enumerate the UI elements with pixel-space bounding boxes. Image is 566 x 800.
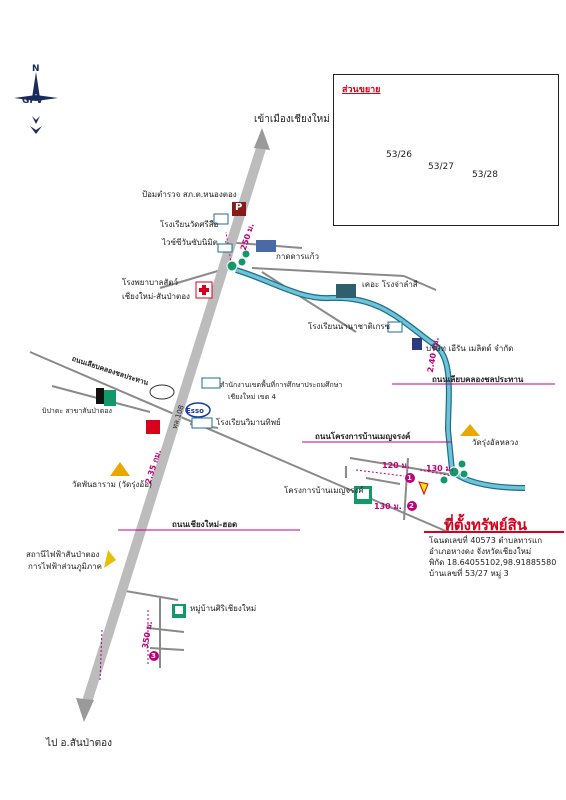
inset-title: ส่วนขยาย [342, 85, 381, 95]
asset-line-3: พิกัด 18.64055102,98.91885580 [429, 558, 557, 567]
landmark-power-line2: การไฟฟ้าส่วนภูมิภาค [28, 562, 102, 571]
road-hospital-link [159, 267, 229, 289]
landmark-village: หมู่บ้านศิริเชียงใหม่ [190, 604, 257, 613]
landmark-beer: บิปาดะ สาขาสันป่าตอง [42, 407, 112, 415]
parking-glyph: P [235, 202, 243, 213]
road-project-s2 [365, 477, 401, 485]
distance-guides [99, 231, 453, 681]
asset-line-4: บ้านเลขที่ 53/27 หมู่ 3 [429, 569, 509, 578]
road-to-grace [261, 271, 357, 333]
esso-text: Esso [186, 407, 204, 415]
roundabouts [226, 249, 469, 485]
temple-icon-1 [460, 424, 480, 436]
landmark-shop: ไวซ์ซีวันซับนิมิต [162, 238, 218, 247]
main-highway [76, 128, 270, 722]
road-north-east [251, 267, 405, 277]
road-village-h1 [147, 627, 185, 633]
school-icon-2 [387, 321, 403, 333]
plot-label-53-26: 53/26 [386, 150, 412, 160]
road-canal-east-label: ถนนเลียบคลองชลประทาน [432, 375, 524, 384]
distance-label-5: 130 ม. [374, 502, 402, 511]
parking-icon [232, 202, 246, 216]
boundary-lines [118, 383, 555, 531]
landmark-school1: โรงเรียนวัดศรีสือ [160, 220, 219, 229]
power-icon [104, 550, 116, 568]
landmark-hospital-line1: โรงพยาบาลสัตว์ [122, 278, 178, 287]
asset-title: ที่ตั้งทรัพย์สิน [444, 516, 527, 534]
kad-icon [256, 240, 276, 252]
edu-office-icon [201, 377, 221, 389]
distance-label-3: 120 ม. [382, 461, 410, 470]
company-icon [412, 338, 422, 350]
asset-line-1: โฉนดเลขที่ 40573 ตำบลทารแก [429, 536, 543, 545]
road-village [119, 589, 179, 601]
road-project-label: ถนนโครงการบ้านเมญจรงค์ [315, 432, 411, 441]
road-village-h2 [149, 647, 185, 651]
landmark-police: ป้อมตำรวจ สภ.ต.หนองตอง [142, 190, 237, 199]
landmark-school3: โรงเรียนวิมานทิพย์ [216, 418, 281, 427]
asset-line-2: อำเภอหางดง จังหวัดเชียงใหม่ [429, 547, 532, 556]
landmark-temple1: วัดรุ่งอัลหลวง [472, 438, 519, 447]
destination-north: เข้าเมืองเชียงใหม่ [254, 114, 330, 125]
plot-label-53-27: 53/27 [428, 162, 454, 172]
compass-icon [14, 72, 58, 134]
marker-2: 2 [409, 502, 414, 510]
landmark-school2: โรงเรียนนานาชาติเกรซ [308, 322, 391, 331]
nissan-icon [149, 384, 175, 400]
logo-text: GPV [22, 96, 43, 106]
landmark-company: บริษัท เอีรัน เมลิตด์ จำกัด [426, 344, 514, 353]
road-project-v [403, 457, 409, 521]
road-sign-icon [336, 284, 356, 298]
road-project [349, 457, 455, 476]
destination-south: ไป อ.สันป่าตอง [46, 738, 113, 749]
road-chiangmai-hod-west [29, 351, 449, 533]
landmark-hospital-line2: เชียงใหม่-สันป่าตอง [122, 292, 190, 301]
landmark-power-line1: สถานีไฟฟ้าสันป่าตอง [26, 550, 100, 559]
shop-icon [217, 243, 233, 253]
school-icon-1 [213, 213, 229, 225]
landmark-kad: กาดดารแก้ว [276, 252, 320, 261]
marker-3: 3 [151, 652, 156, 660]
compass-north-label: N [32, 64, 40, 74]
road-north-east-2 [403, 275, 437, 291]
landmark-edu-line1: สำนักงานเขตพื้นที่การศึกษาประถมศึกษา [220, 381, 343, 389]
road-chiangmai-hod-label: ถนนเชียงใหม่-ฮอด [172, 520, 238, 529]
landmark-project: โครงการบ้านเมญจรงค์ [284, 486, 364, 495]
map-icons [96, 202, 480, 618]
esso-icon [185, 402, 211, 418]
beer-icon [104, 390, 116, 406]
temple-icon-2 [110, 462, 130, 476]
asset-title-underline [424, 531, 564, 533]
shop-red-icon [146, 420, 160, 434]
numbered-markers [149, 473, 417, 661]
school-icon-3 [191, 417, 213, 429]
distance-label-4: 130 ม. [426, 464, 454, 473]
landmark-temple2: วัดพันธาราม (วัดรุ่งอ้อ) [72, 480, 153, 489]
plot-label-53-28: 53/28 [472, 170, 498, 180]
landmark-road-sign: เคอะ โรงจ่าลำสี [362, 280, 418, 289]
marker-1: 1 [407, 474, 412, 482]
asset-details: โฉนดเลขที่ 40573 ตำบลทารแก อำเภอหางดง จั… [429, 535, 556, 579]
landmark-edu-line2: เชียงใหม่ เขต 4 [228, 393, 276, 401]
asset-location-icon [418, 481, 429, 496]
inset-panel: ส่วนขยาย [333, 74, 559, 226]
